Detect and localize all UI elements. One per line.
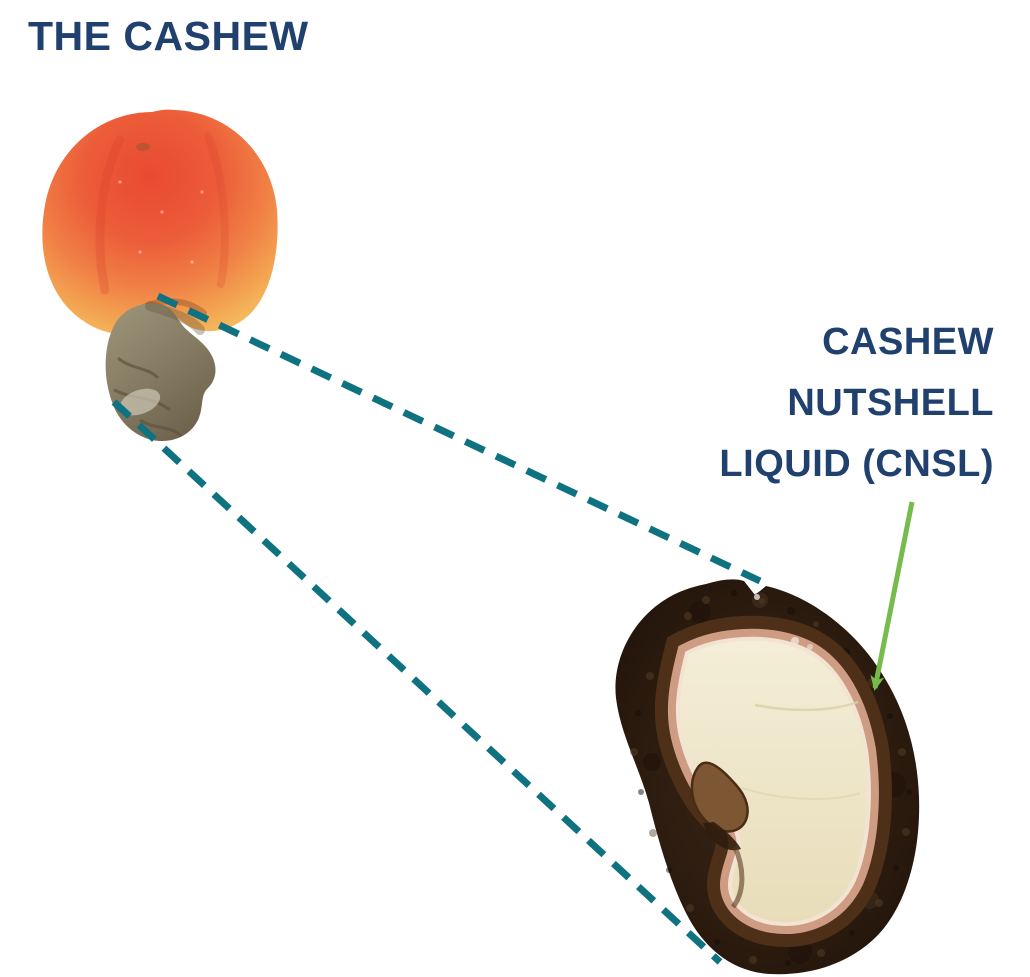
apple-stem-scar bbox=[136, 143, 150, 151]
arrow-line bbox=[870, 501, 915, 691]
shell-texture bbox=[630, 590, 912, 966]
dashed-line-lower bbox=[111, 399, 723, 965]
cnsl-pointer-arrow bbox=[870, 501, 915, 691]
cnsl-label-line-2: NUTSHELL bbox=[787, 382, 994, 424]
page-title: THE CASHEW bbox=[28, 13, 309, 59]
cashew-apple-fruit bbox=[42, 109, 278, 334]
cnsl-label-line-3: LIQUID (CNSL) bbox=[719, 443, 994, 485]
cnsl-label: CASHEW NUTSHELL LIQUID (CNSL) bbox=[719, 312, 994, 495]
nut-highlight bbox=[119, 388, 161, 416]
cashew-apple-illustration bbox=[42, 109, 278, 442]
nut-cross-section-illustration bbox=[615, 579, 920, 975]
cnsl-label-line-1: CASHEW bbox=[822, 321, 994, 363]
magnification-dashed-lines bbox=[111, 292, 762, 965]
kernel-notch-piece bbox=[690, 761, 749, 833]
dashed-line-upper bbox=[156, 292, 762, 585]
